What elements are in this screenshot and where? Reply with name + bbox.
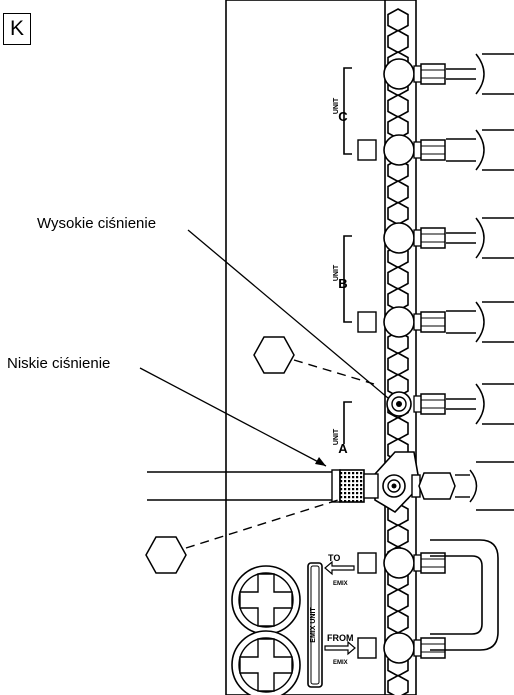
unit-labels: UNIT C UNIT B UNIT A xyxy=(333,67,352,456)
leader-high-pressure xyxy=(187,229,389,399)
pipe-end xyxy=(475,217,485,259)
arrow-low-icon xyxy=(315,457,326,466)
unit-b-letter: B xyxy=(338,276,347,291)
to-word: TO xyxy=(328,553,340,563)
hex-cell xyxy=(387,94,409,118)
arrow-left-icon xyxy=(324,560,355,576)
unit-c-word: UNIT xyxy=(333,97,340,114)
fitting-left xyxy=(357,139,377,161)
unit-a-bracket: UNIT A xyxy=(333,401,352,456)
valve-icon xyxy=(383,547,415,579)
flare-nut-icon xyxy=(420,139,446,161)
valve-icon xyxy=(383,58,415,90)
hex-cell xyxy=(387,588,409,613)
hex-cell xyxy=(387,524,409,548)
hex-cell xyxy=(387,8,409,32)
low-pressure-valve-icon xyxy=(363,451,514,514)
arrow-right-icon xyxy=(324,640,356,656)
valve-icon xyxy=(383,306,415,338)
hex-cell xyxy=(387,180,409,204)
from-word: FROM xyxy=(327,633,354,643)
hex-cap-icon xyxy=(145,536,187,574)
pipe-group xyxy=(446,53,514,425)
emix-unit-text: EMIX UNIT xyxy=(310,607,317,643)
knurled-nut xyxy=(339,469,365,503)
cap-connector-lower xyxy=(185,499,339,549)
unit-c-letter: C xyxy=(338,109,348,124)
port-plug-icon xyxy=(231,565,301,635)
unit-c-bracket: UNIT C xyxy=(333,67,352,155)
flare-nut-icon xyxy=(420,311,446,333)
hex-cell xyxy=(387,266,409,290)
from-sub: EMIX xyxy=(333,660,348,666)
emix-unit-panel: EMIX UNIT xyxy=(307,562,323,688)
fitting-left xyxy=(357,311,377,333)
to-port-label: TO EMIX xyxy=(324,553,355,587)
unit-a-letter: A xyxy=(338,441,348,456)
fitting-left xyxy=(357,637,377,659)
flare-nut-icon xyxy=(420,227,446,249)
unit-a-word: UNIT xyxy=(333,428,340,445)
from-port-label: FROM EMIX xyxy=(324,633,356,666)
to-sub: EMIX xyxy=(333,581,348,587)
emix-loop-pipe xyxy=(430,539,499,651)
flare-nut-icon xyxy=(420,393,446,415)
unit-b-bracket: UNIT B xyxy=(333,235,352,323)
flare-nut-icon xyxy=(420,63,446,85)
valve-icon xyxy=(383,632,415,664)
figure-letter: K xyxy=(3,13,31,45)
valve-icon xyxy=(383,134,415,166)
pipe-end xyxy=(475,301,485,343)
label-low-pressure: Niskie ciśnienie xyxy=(7,355,111,372)
hex-cell xyxy=(387,416,409,441)
hex-cell xyxy=(387,201,409,226)
flare-nut-icon xyxy=(420,637,446,659)
pipe-end xyxy=(475,53,485,95)
valve-group xyxy=(357,58,446,664)
hex-cell xyxy=(387,352,409,376)
low-pressure-pipe xyxy=(147,469,365,503)
hex-cell xyxy=(387,29,409,54)
valve-icon xyxy=(383,222,415,254)
port-plug-icon xyxy=(231,630,301,695)
fitting-left xyxy=(357,552,377,574)
hex-cell xyxy=(387,610,409,634)
label-high-pressure: Wysokie ciśnienie xyxy=(37,215,157,232)
pipe-end xyxy=(475,129,485,171)
pipe-end xyxy=(475,383,485,425)
unit-b-word: UNIT xyxy=(333,264,340,281)
leader-low-pressure xyxy=(139,367,327,467)
high-pressure-valve-icon xyxy=(386,391,412,417)
